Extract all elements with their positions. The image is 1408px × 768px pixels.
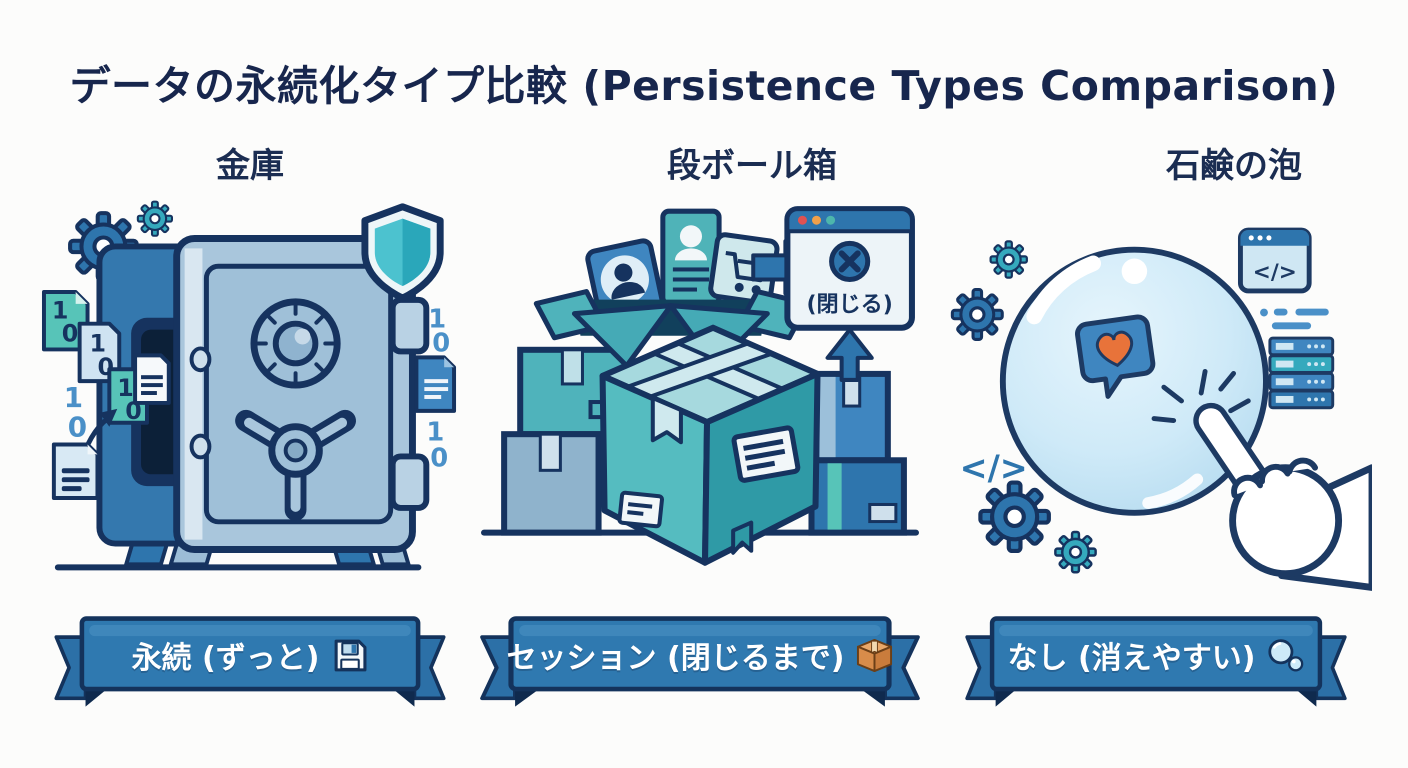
window-dot-orange xyxy=(811,215,822,225)
column-bubble: 石鹸の泡 </> xyxy=(940,138,1372,591)
soap-bubble-icon xyxy=(999,246,1269,516)
shipping-label xyxy=(731,425,801,483)
banners-row: 永続 (ずっと) セッション (閉じるまで) xyxy=(0,613,1408,715)
column-boxes: 段ボール箱 xyxy=(474,138,926,591)
close-label: (閉じる) xyxy=(806,292,892,318)
banner-session: セッション (閉じるまで) xyxy=(474,613,926,715)
boxes-illustration: (閉じる) xyxy=(481,206,919,566)
click-burst xyxy=(1151,368,1251,423)
code-window-icon: </> xyxy=(1237,227,1312,294)
browser-window-icon: (閉じる) xyxy=(784,206,915,331)
safe-body xyxy=(96,235,430,553)
arrow-up-icon xyxy=(825,327,874,382)
cardboard-box-icon xyxy=(857,638,893,672)
text-lines-decoration xyxy=(1260,308,1329,330)
column-header-safe: 金庫 xyxy=(216,146,284,186)
shield-icon xyxy=(361,203,444,302)
open-box-icon xyxy=(533,208,810,369)
server-stack-icon xyxy=(1268,336,1335,410)
column-header-boxes: 段ボール箱 xyxy=(667,146,837,186)
safe-illustration: 1 0 1 0 1 0 1 0 xyxy=(41,200,457,571)
heart-message-icon xyxy=(1075,314,1156,399)
svg-text:1: 1 xyxy=(90,329,107,357)
gear-icon xyxy=(950,288,1004,341)
window-dot-red xyxy=(797,215,807,225)
big-box-icon xyxy=(599,324,821,566)
document-icon xyxy=(51,442,100,500)
svg-text:0: 0 xyxy=(432,328,450,358)
binary-digit: 1 xyxy=(64,381,83,414)
stacked-boxes-left xyxy=(501,346,628,536)
column-header-bubble: 石鹸の泡 xyxy=(1166,146,1302,186)
svg-text:</>: </> xyxy=(1253,260,1297,285)
svg-text:1: 1 xyxy=(428,305,446,335)
hinge xyxy=(389,453,430,511)
column-safe: 金庫 xyxy=(40,138,460,591)
binary-document-icons: 1 0 1 0 1 0 xyxy=(41,290,171,425)
banner-label-persistent: 永続 (ずっと) xyxy=(131,641,320,676)
floppy-disk-icon xyxy=(335,639,367,671)
photo-icon xyxy=(585,238,665,321)
hinge xyxy=(389,296,430,355)
banner-label-none: なし (消えやすい) xyxy=(1007,641,1256,676)
banner-label-session: セッション (閉じるまで) xyxy=(506,641,845,676)
svg-text:0: 0 xyxy=(62,320,79,348)
bubble-illustration: </> xyxy=(950,227,1372,591)
svg-text:1: 1 xyxy=(426,418,444,448)
gear-icon xyxy=(136,200,174,237)
svg-text:1: 1 xyxy=(52,297,69,325)
banner-none: なし (消えやすい) xyxy=(960,613,1352,715)
gear-icon xyxy=(989,240,1028,279)
binary-digit: 0 xyxy=(68,411,87,444)
page-title: データの永続化タイプ比較 (Persistence Types Comparis… xyxy=(69,62,1339,110)
small-label xyxy=(617,490,665,529)
svg-text:1: 1 xyxy=(117,374,134,402)
hand-pointer-icon xyxy=(1193,402,1372,591)
gear-icon xyxy=(1054,530,1097,574)
columns-row: 金庫 xyxy=(0,138,1408,591)
banner-persistent: 永続 (ずっと) xyxy=(49,613,451,715)
stacked-boxes-right xyxy=(804,370,907,536)
gear-icon xyxy=(980,483,1048,551)
soap-bubbles-icon xyxy=(1268,638,1304,671)
window-dot-teal xyxy=(826,215,836,225)
code-symbol: </> xyxy=(960,448,1028,487)
handle-wheel xyxy=(235,409,356,521)
svg-text:0: 0 xyxy=(430,443,448,473)
combination-dial xyxy=(250,298,341,389)
stored-data-icons: 1 0 1 0 xyxy=(414,305,457,473)
